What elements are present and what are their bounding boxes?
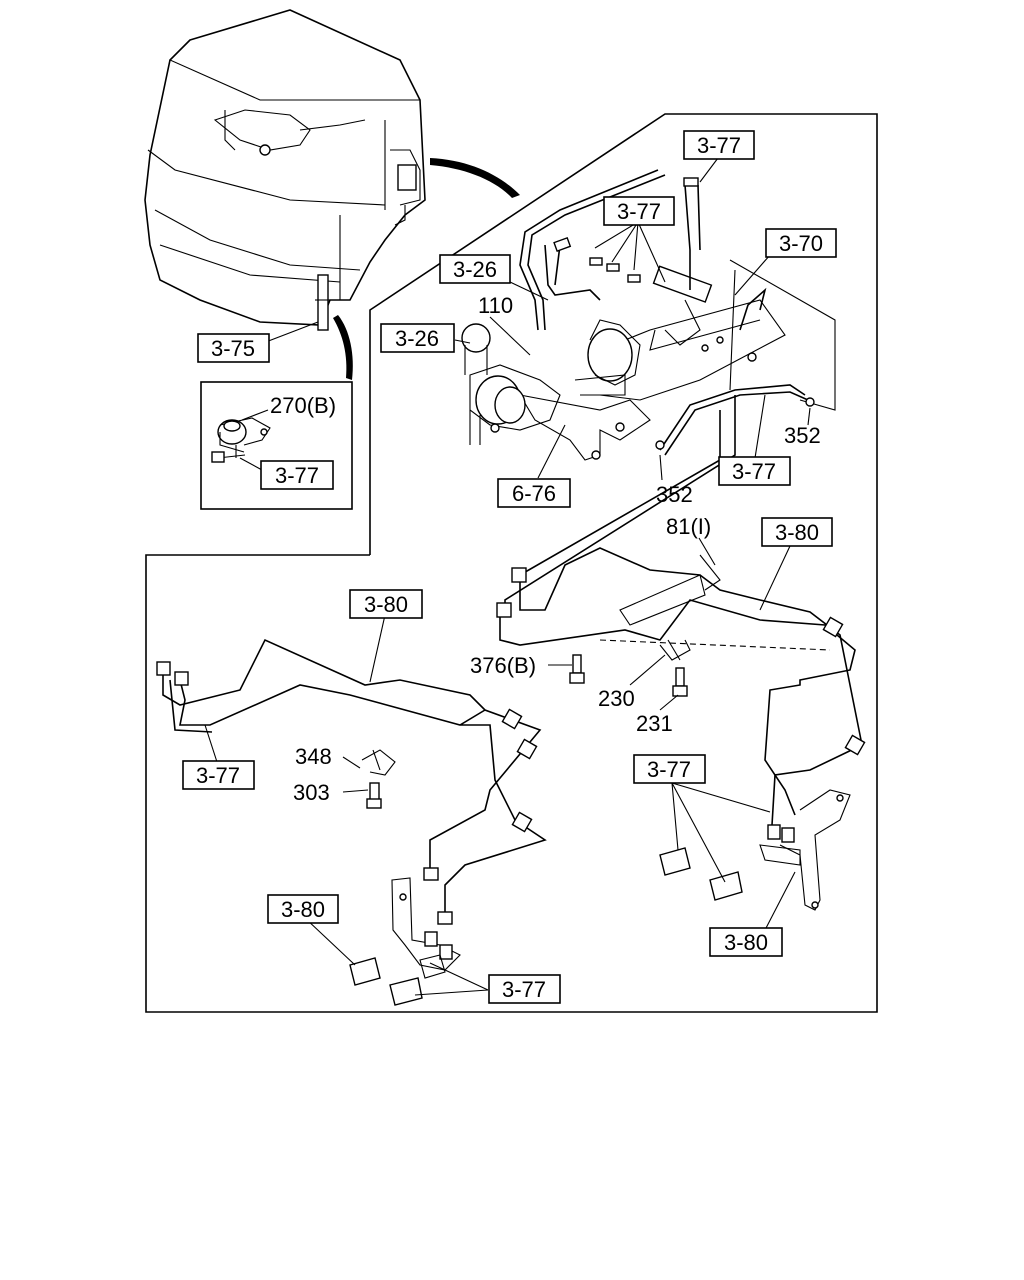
truck-cab-illustration — [144, 9, 426, 331]
callout-3-80-bottom-left: 3-80 — [267, 894, 339, 924]
valve-assembly-illustration — [461, 169, 836, 461]
svg-text:6-76: 6-76 — [512, 481, 556, 506]
main-frame — [145, 113, 878, 1013]
callout-3-70: 3-70 — [765, 228, 837, 258]
callout-3-77-bottom-right: 3-77 — [633, 754, 706, 784]
svg-text:3-26: 3-26 — [395, 326, 439, 351]
svg-text:3-77: 3-77 — [502, 977, 546, 1002]
svg-text:3-77: 3-77 — [196, 763, 240, 788]
part-number-231: 231 — [636, 711, 673, 736]
svg-text:3-77: 3-77 — [732, 459, 776, 484]
arrow-cab-to-inset — [333, 315, 353, 380]
callout-3-77-left: 3-77 — [182, 760, 255, 790]
callout-3-77-right: 3-77 — [718, 456, 791, 486]
callout-3-26-upper: 3-26 — [439, 254, 511, 284]
svg-text:3-77: 3-77 — [617, 199, 661, 224]
svg-text:3-70: 3-70 — [779, 231, 823, 256]
part-number-352-right: 352 — [784, 423, 821, 448]
leader-lines — [204, 157, 811, 996]
svg-text:3-80: 3-80 — [364, 592, 408, 617]
svg-text:3-80: 3-80 — [281, 897, 325, 922]
callout-3-26-lower: 3-26 — [380, 323, 455, 353]
part-number-270b: 270(B) — [270, 393, 336, 418]
svg-text:3-26: 3-26 — [453, 257, 497, 282]
clip-270b-illustration — [211, 417, 271, 463]
part-number-110: 110 — [478, 293, 513, 318]
callout-3-80-bottom-right: 3-80 — [709, 927, 783, 957]
part-number-376b: 376(B) — [470, 653, 536, 678]
callout-3-80-right: 3-80 — [761, 517, 833, 547]
svg-text:3-80: 3-80 — [775, 520, 819, 545]
arrow-cab-to-detail — [430, 158, 520, 198]
inset-frame — [200, 381, 353, 510]
part-number-303: 303 — [293, 780, 330, 805]
callout-3-80-left: 3-80 — [349, 589, 423, 619]
left-brake-pipes — [156, 638, 547, 1006]
right-brake-pipes — [496, 395, 866, 911]
svg-text:3-77: 3-77 — [647, 757, 691, 782]
callout-3-77-mid: 3-77 — [603, 196, 675, 226]
part-number-81: 81(I) — [666, 514, 711, 539]
part-number-230: 230 — [598, 686, 635, 711]
callout-3-75: 3-75 — [197, 333, 270, 363]
svg-text:3-77: 3-77 — [697, 133, 741, 158]
svg-text:3-80: 3-80 — [724, 930, 768, 955]
callout-3-77-bottom: 3-77 — [488, 974, 561, 1004]
part-number-348: 348 — [295, 744, 332, 769]
callout-6-76: 6-76 — [497, 478, 571, 508]
svg-text:3-75: 3-75 — [211, 336, 255, 361]
callout-3-77-top: 3-77 — [683, 130, 755, 160]
svg-text:3-77: 3-77 — [275, 463, 319, 488]
part-number-352-center: 352 — [656, 482, 693, 507]
callout-3-77-inset: 3-77 — [260, 460, 334, 490]
